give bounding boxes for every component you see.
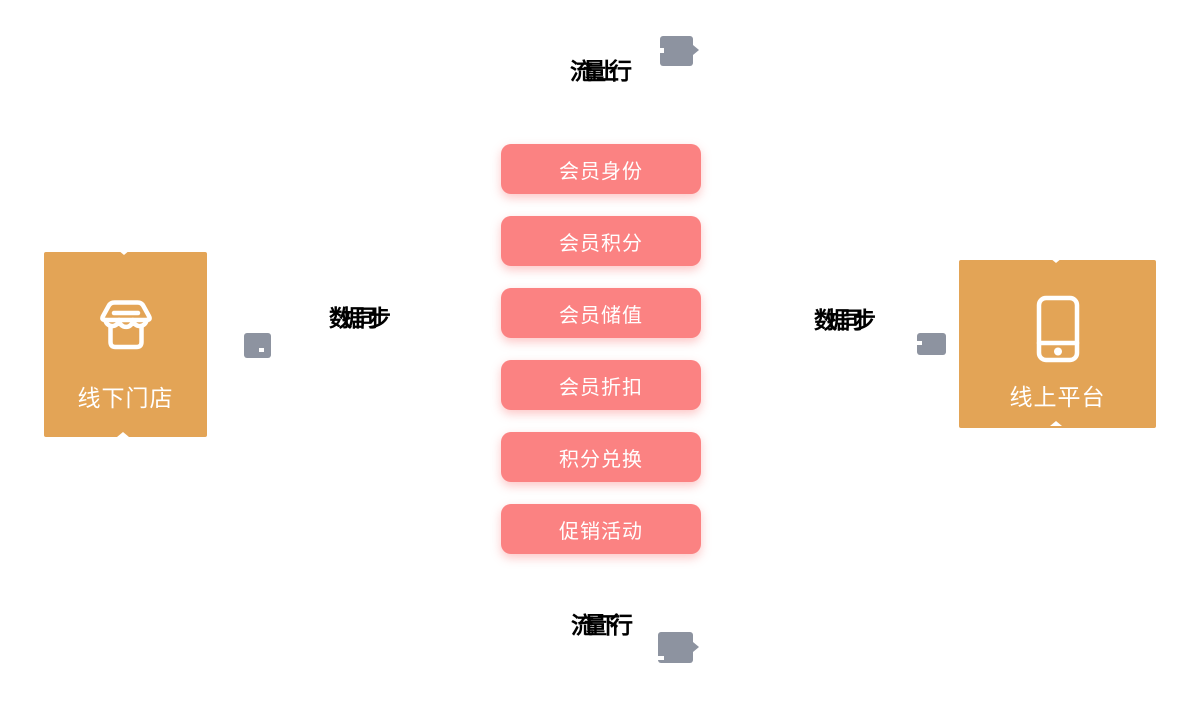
offline-store-node: 线下门店 (44, 252, 207, 437)
feature-button-member-identity[interactable]: 会员身份 (501, 144, 701, 194)
online-platform-node: 线上平台 (959, 260, 1156, 428)
smartphone-icon (1036, 295, 1079, 363)
arrow-notch (658, 48, 664, 53)
feature-button-promotions[interactable]: 促销活动 (501, 504, 701, 554)
arrow-tip (693, 642, 699, 652)
feature-button-member-stored-value[interactable]: 会员储值 (501, 288, 701, 338)
feature-button-member-points[interactable]: 会员积分 (501, 216, 701, 266)
sync-arrow-icon-left (244, 333, 271, 358)
feature-button-points-redemption[interactable]: 积分兑换 (501, 432, 701, 482)
arrow-remnant (1050, 258, 1062, 263)
arrow-remnant (1050, 421, 1062, 426)
offline-store-label: 线下门店 (77, 386, 174, 412)
feature-list: 会员身份 会员积分 会员储值 会员折扣 积分兑换 促销活动 (501, 144, 701, 576)
arrow-tip (693, 45, 699, 55)
traffic-up-label: 流量上行 (570, 59, 632, 85)
traffic-down-label: 流量下行 (571, 613, 633, 639)
feature-button-member-discount[interactable]: 会员折扣 (501, 360, 701, 410)
sync-arrow-icon-top (658, 36, 699, 66)
arrow-notch (259, 348, 264, 352)
arrow-remnant (117, 432, 129, 437)
data-sync-right-label: 数据同步 (814, 308, 876, 334)
arrow-notch (658, 656, 664, 660)
sync-arrow-icon-right (917, 333, 946, 355)
online-platform-label: 线上平台 (1009, 385, 1106, 411)
sync-arrow-icon-bottom (658, 632, 699, 663)
storefront-icon (99, 300, 152, 350)
arrow-notch (917, 341, 922, 345)
data-sync-left-label: 数据同步 (329, 306, 391, 332)
arrow-remnant (118, 250, 130, 255)
